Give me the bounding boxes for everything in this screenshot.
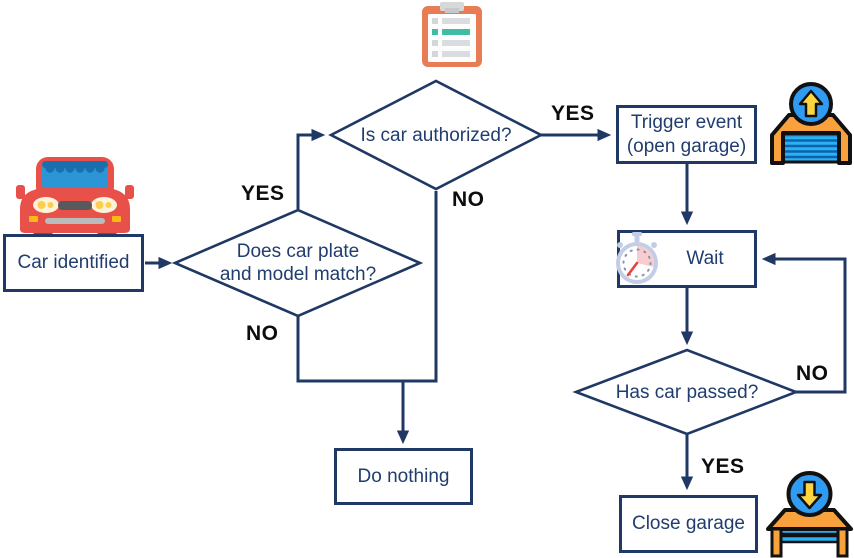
decision-has-passed-shape: [572, 348, 800, 436]
node-trigger-event-line1: Trigger event: [630, 111, 743, 133]
node-close-garage: Close garage: [619, 495, 758, 553]
garage-close-icon: [766, 471, 853, 558]
garage-open-icon: [770, 82, 852, 165]
node-wait-label: Wait: [686, 248, 724, 269]
edge-has-passed-no-loop-to-wait: [761, 252, 847, 394]
node-do-nothing: Do nothing: [334, 448, 473, 505]
decision-authorized-shape: [328, 79, 544, 191]
edge-label-has-passed-yes: YES: [701, 455, 745, 478]
edge-no-merge-to-do-nothing-trunk: [296, 191, 438, 383]
edge-label-plate-match-no: NO: [246, 322, 279, 345]
node-close-garage-label: Close garage: [631, 513, 746, 534]
edge-label-plate-match-yes: YES: [241, 182, 285, 205]
node-trigger-event-line2: (open garage): [626, 135, 747, 157]
decision-plate-match-shape: [171, 208, 424, 318]
edge-plate-match-yes-to-authorized: [296, 128, 326, 209]
node-trigger-event: Trigger event (open garage): [616, 105, 757, 164]
edge-label-authorized-no: NO: [452, 188, 485, 211]
node-car-identified-label: Car identified: [17, 252, 130, 273]
checklist-icon: [422, 2, 482, 67]
edge-label-has-passed-no: NO: [796, 362, 829, 385]
node-do-nothing-label: Do nothing: [357, 465, 450, 487]
edge-label-authorized-yes: YES: [551, 102, 595, 125]
stopwatch-icon: [616, 232, 658, 284]
car-icon: [16, 157, 134, 234]
node-trigger-event-label: Trigger event (open garage): [627, 111, 746, 159]
node-car-identified: Car identified: [3, 234, 144, 292]
